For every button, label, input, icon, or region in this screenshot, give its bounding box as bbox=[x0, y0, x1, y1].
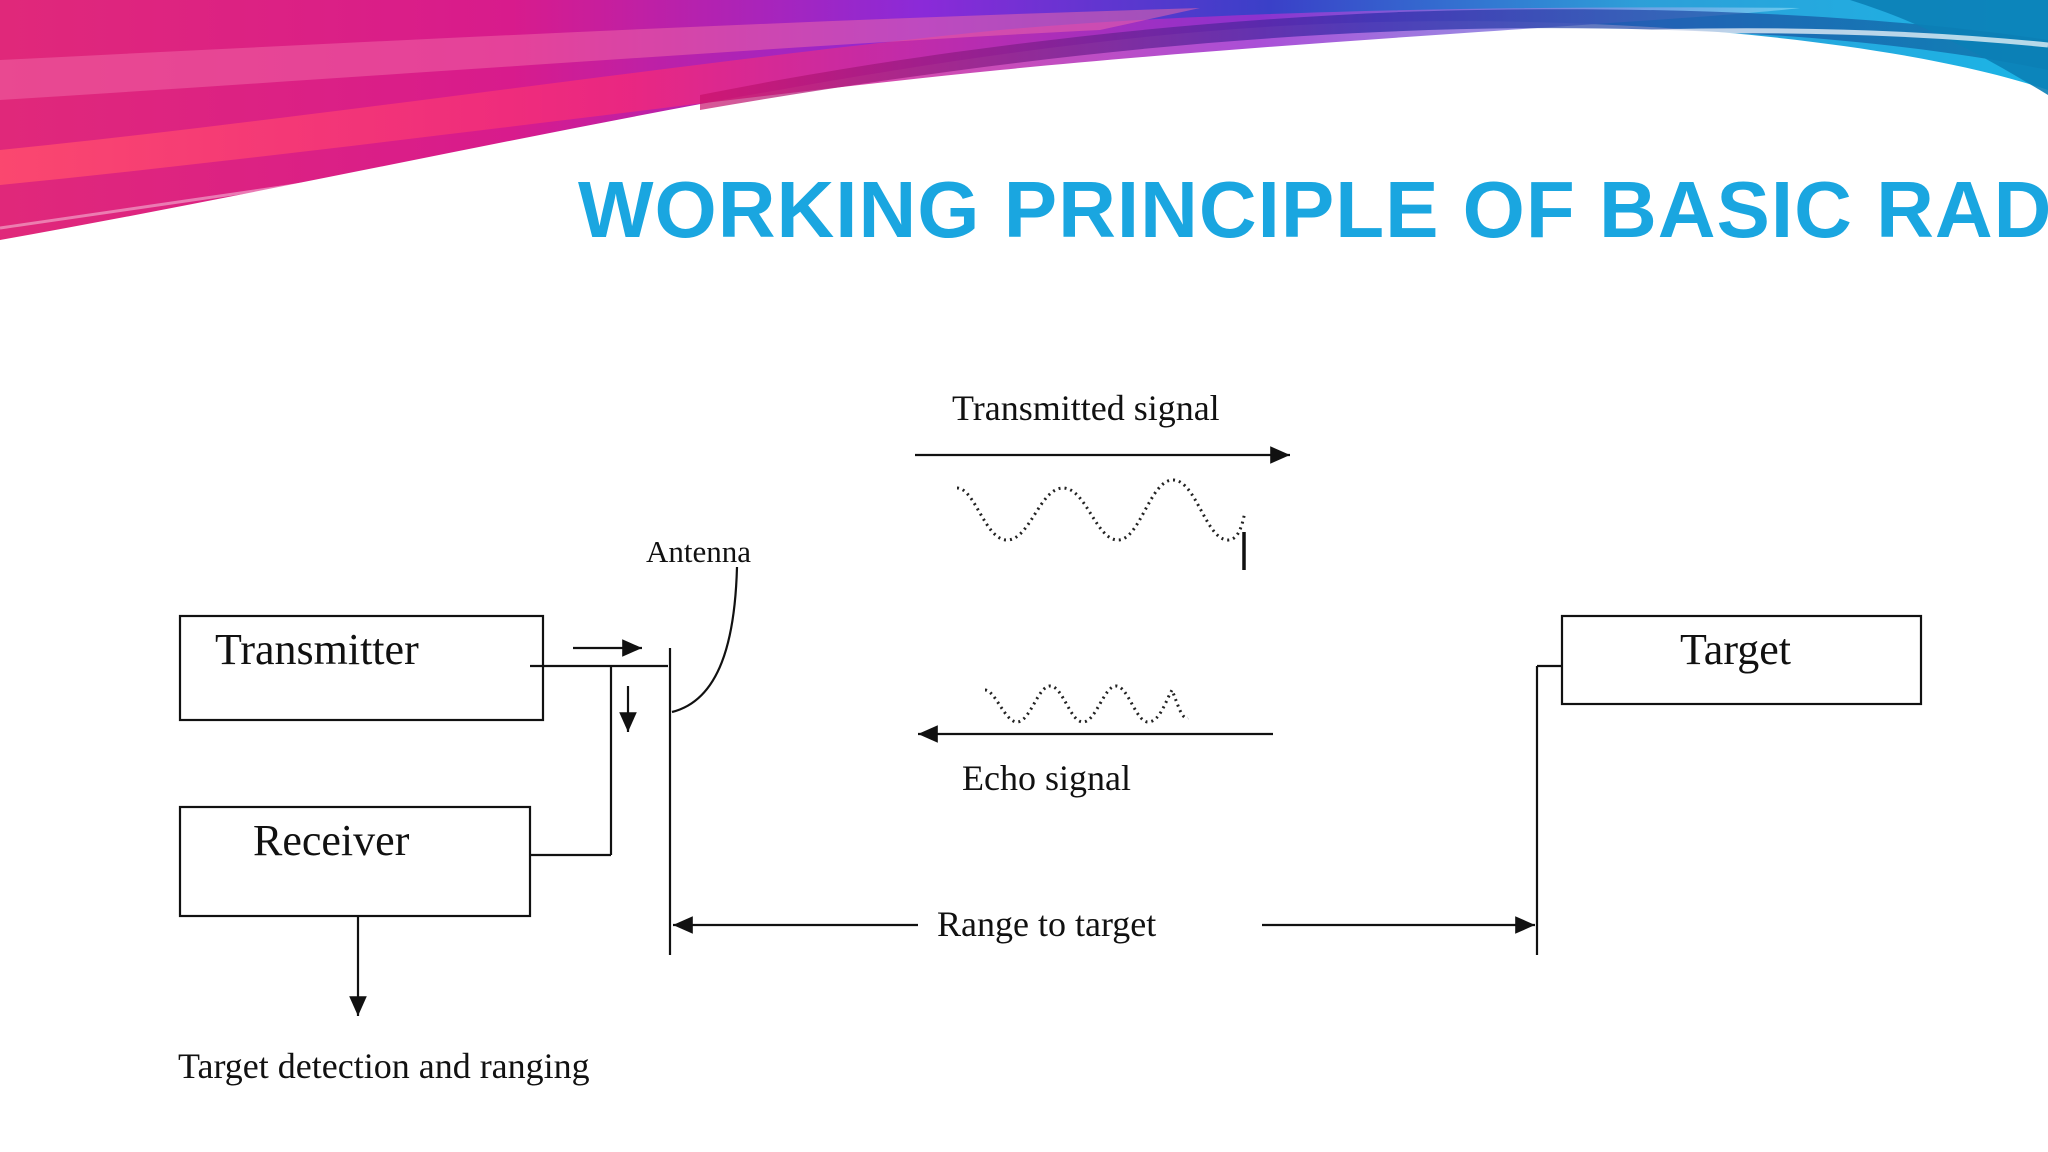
antenna-label: Antenna bbox=[646, 534, 751, 569]
transmitted-signal-label: Transmitted signal bbox=[952, 388, 1220, 428]
target-detection-label: Target detection and ranging bbox=[178, 1046, 590, 1086]
target-label: Target bbox=[1680, 625, 1791, 674]
transmitter-label: Transmitter bbox=[215, 625, 419, 674]
echo-signal-label: Echo signal bbox=[962, 758, 1131, 798]
echo-wave bbox=[984, 684, 1189, 724]
target-block: Target bbox=[1560, 614, 1923, 706]
antenna-leader-line bbox=[671, 566, 739, 714]
receiver-block: Receiver bbox=[178, 805, 532, 918]
transmitted-wave bbox=[956, 478, 1247, 542]
slide-title: WORKING PRINCIPLE OF BASIC RADAR bbox=[578, 165, 2048, 254]
receiver-label: Receiver bbox=[253, 816, 410, 865]
range-to-target-label: Range to target bbox=[937, 904, 1156, 944]
decorative-swoosh-banner bbox=[0, 0, 2048, 240]
transmitter-block: Transmitter bbox=[178, 614, 545, 722]
